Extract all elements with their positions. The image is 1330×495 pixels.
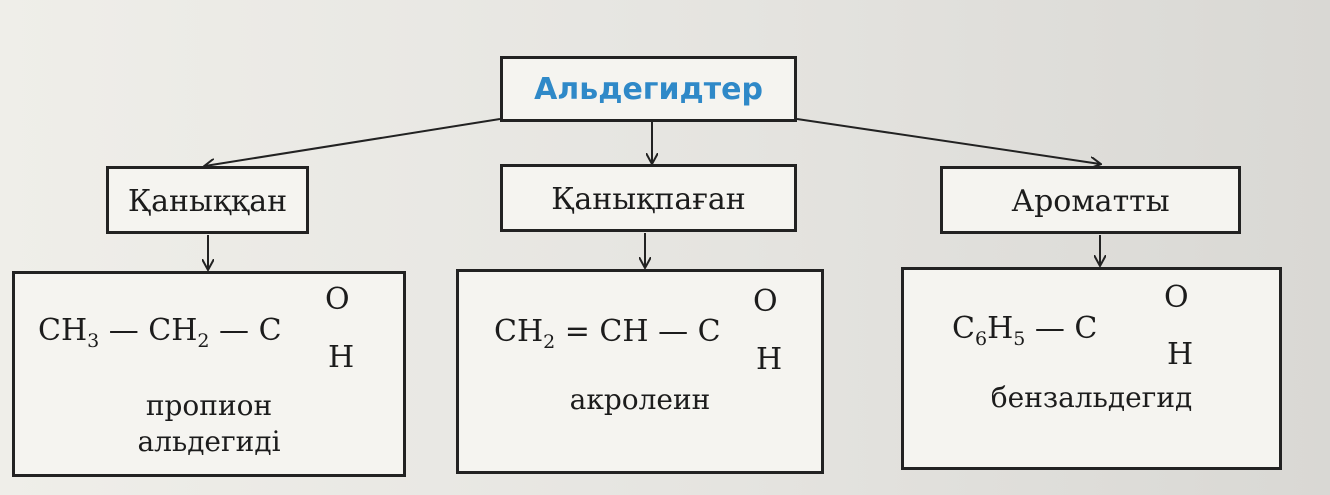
example-box-propionaldehyde — [12, 271, 406, 477]
compound-name-benzaldehyde: бензальдегид — [990, 381, 1193, 414]
hydrogen-atom-2: H — [756, 342, 783, 377]
compound-name-propionaldehyde-2: альдегиді — [137, 425, 281, 458]
oxygen-atom-1: O — [325, 282, 350, 317]
compound-name-acrolein: акролеин — [569, 383, 711, 416]
title-box: Альдегидтер — [500, 56, 797, 122]
arrow-to-saturated — [205, 118, 501, 166]
title-label: Альдегидтер — [534, 72, 763, 107]
category-box-aromatic: Ароматты — [940, 166, 1241, 234]
category-label-unsaturated: Қанықпаған — [551, 182, 746, 217]
category-box-unsaturated: Қанықпаған — [500, 164, 797, 232]
hydrogen-atom-3: H — [1167, 337, 1194, 372]
formula-acrolein: CH2 = CH — C — [494, 314, 721, 353]
compound-name-propionaldehyde-1: пропион — [145, 389, 273, 422]
example-box-benzaldehyde — [901, 267, 1282, 470]
example-box-acrolein — [456, 269, 824, 474]
hydrogen-atom-1: H — [328, 340, 355, 375]
oxygen-atom-3: O — [1164, 280, 1189, 315]
arrow-to-aromatic — [796, 118, 1100, 164]
category-label-aromatic: Ароматты — [1011, 184, 1170, 219]
formula-benzaldehyde: C6H5 — C — [952, 311, 1098, 350]
oxygen-atom-2: O — [753, 284, 778, 319]
formula-propionaldehyde: CH3 — CH2 — C — [38, 313, 282, 352]
category-label-saturated: Қаныққан — [127, 184, 288, 219]
category-box-saturated: Қаныққан — [106, 166, 309, 234]
